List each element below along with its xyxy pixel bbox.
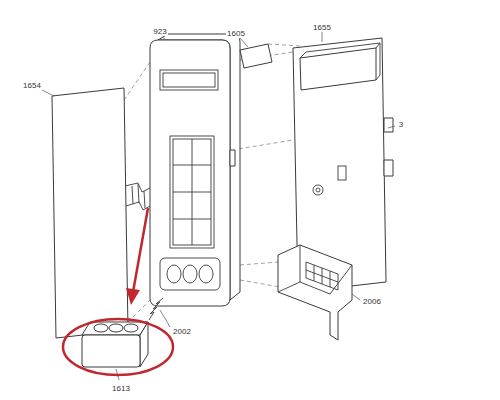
display-window [240, 44, 272, 68]
callout-number: 1613 [111, 384, 131, 393]
highlight [63, 208, 173, 375]
callout-number: 2006 [362, 297, 382, 306]
callout-number: 3 [398, 120, 404, 129]
switch-bracket [278, 245, 352, 340]
callout-number: 2002 [172, 327, 192, 336]
callout-number: 1655 [312, 23, 332, 32]
spring [149, 298, 163, 320]
leader-lines [42, 32, 395, 380]
door-button [82, 322, 148, 367]
callout-number: 1605 [226, 29, 246, 38]
control-panel [150, 34, 240, 306]
callout-number: 923 [152, 27, 167, 36]
membrane-switch [52, 88, 150, 338]
callout-number: 1654 [22, 81, 42, 90]
